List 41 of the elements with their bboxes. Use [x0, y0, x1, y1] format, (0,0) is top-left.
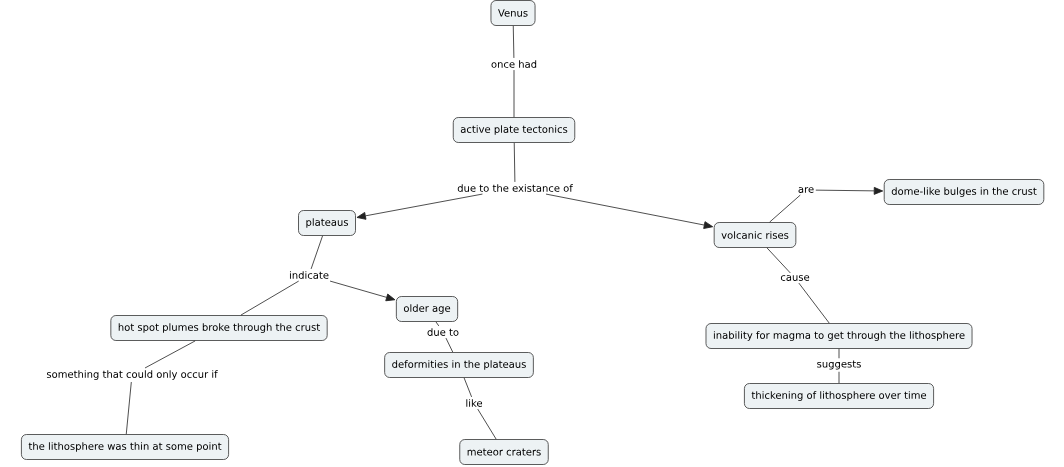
concept-box: Venus	[490, 0, 536, 26]
linking-phrase: once had	[491, 60, 537, 68]
linking-phrase: are	[798, 187, 814, 193]
concept-box: hot spot plumes broke through the crust	[110, 315, 328, 341]
arrow	[545, 193, 714, 229]
linking-phrase: something that could only occur if	[46, 370, 218, 380]
arrow	[356, 193, 483, 220]
linking-phrase: due to	[427, 328, 459, 336]
linking-phrase: like	[466, 399, 483, 407]
concept-box: plateaus	[298, 210, 356, 236]
concept-box: dome-like bulges in the crust	[883, 179, 1045, 205]
connector-line	[144, 340, 196, 369]
connector-line	[477, 408, 497, 440]
linking-phrase: cause	[780, 275, 810, 281]
connector-line	[310, 235, 323, 270]
connector-line	[435, 321, 440, 327]
connector-line	[838, 371, 840, 384]
connector-line	[463, 377, 472, 398]
connector-line	[766, 247, 791, 274]
concept-box: volcanic rises	[713, 222, 797, 248]
concept-box: the lithosphere was thin at some point	[21, 434, 229, 460]
connector-line	[240, 280, 300, 316]
concept-box: meteor craters	[459, 439, 549, 465]
linking-phrase: suggests	[817, 360, 861, 370]
linking-phrase: due to the existance of	[457, 184, 573, 192]
concept-box: older age	[395, 296, 459, 322]
concept-box: active plate tectonics	[452, 117, 576, 143]
connector-line	[445, 337, 454, 353]
arrow	[329, 280, 396, 302]
linking-phrase: indicate	[290, 271, 329, 279]
concept-box: inability for magma to get through the lithosphere	[705, 323, 973, 349]
connector-line	[798, 282, 830, 324]
connector-line	[513, 142, 516, 183]
concept-box: deformities in the plateaus	[384, 352, 534, 378]
arrow	[815, 186, 884, 195]
connector-line	[512, 25, 515, 59]
connector-line	[513, 69, 515, 118]
concept-box: thickening of lithosphere over time	[744, 383, 934, 409]
connector-line	[769, 194, 801, 223]
connector-line	[838, 348, 840, 359]
connector-line	[125, 381, 132, 435]
